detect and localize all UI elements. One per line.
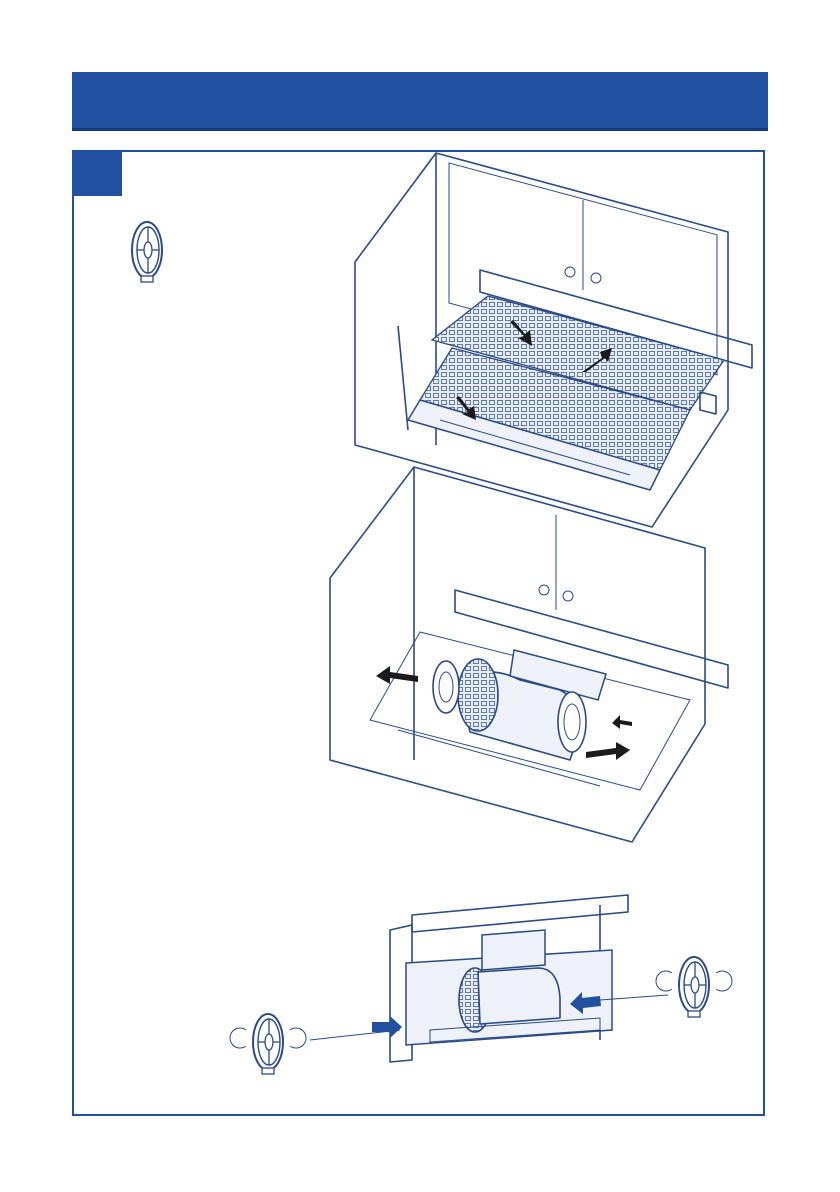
carbon-filter-left bbox=[230, 1014, 306, 1074]
hood-motor-drawing bbox=[330, 467, 728, 842]
motor-carbon-filters-drawing bbox=[310, 895, 668, 1062]
carbon-filter-icon bbox=[132, 222, 162, 282]
carbon-filter-right bbox=[656, 957, 732, 1017]
